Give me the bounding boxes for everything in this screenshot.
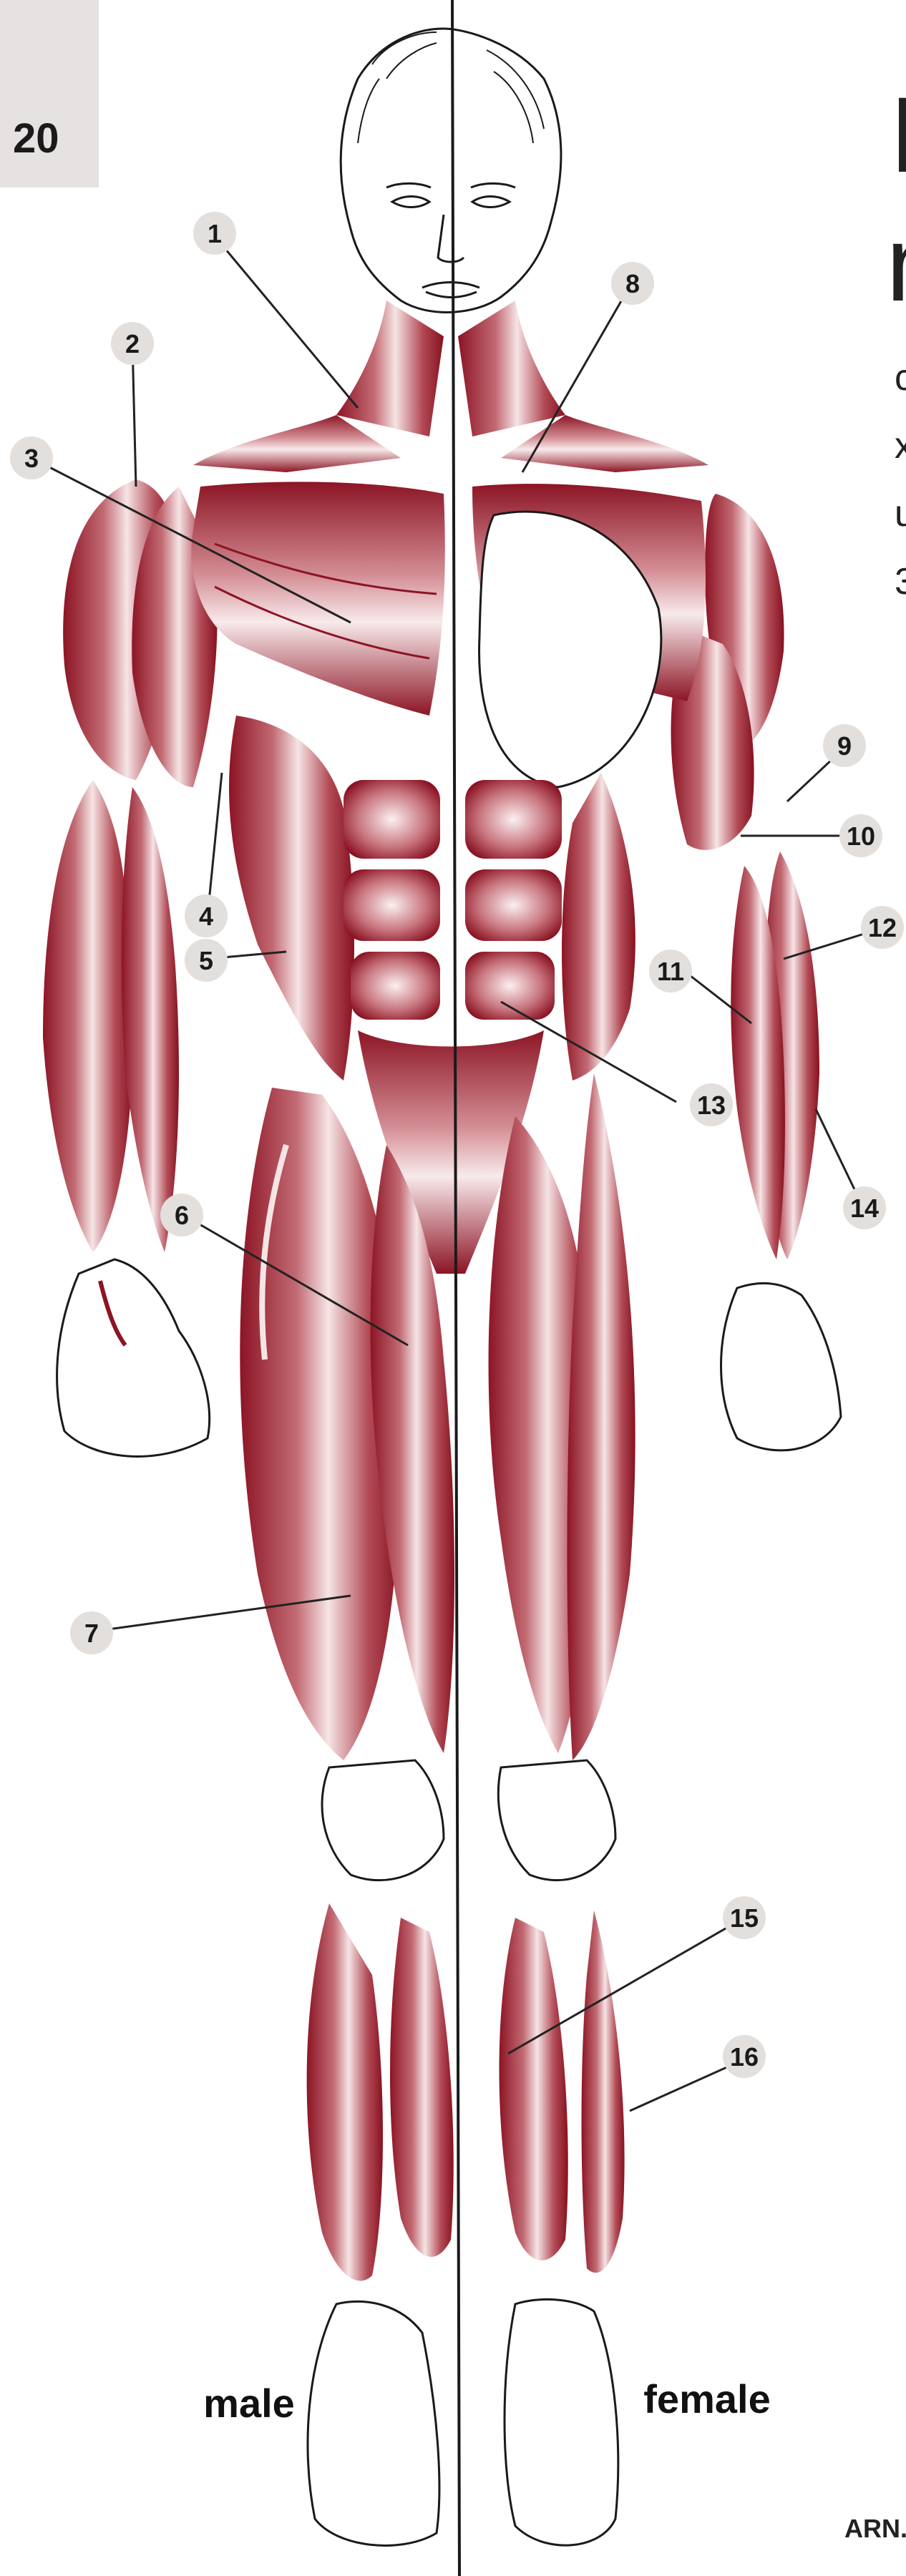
svg-text:1: 1 xyxy=(208,219,222,248)
head-outline xyxy=(341,29,561,312)
callout-10: 10 xyxy=(839,814,882,857)
svg-text:7: 7 xyxy=(84,1619,99,1648)
feet xyxy=(308,2299,618,2545)
callout-5: 5 xyxy=(185,939,228,982)
callout-7: 7 xyxy=(70,1611,113,1654)
callout-14: 14 xyxy=(843,1186,886,1229)
svg-text:2: 2 xyxy=(125,329,140,358)
svg-text:14: 14 xyxy=(850,1194,879,1223)
callout-1: 1 xyxy=(193,212,236,255)
callout-15: 15 xyxy=(723,1896,766,1939)
svg-text:11: 11 xyxy=(657,957,684,986)
svg-text:9: 9 xyxy=(837,731,852,761)
svg-text:16: 16 xyxy=(730,2042,759,2072)
cropped-text-glyph-4: 3 xyxy=(895,561,906,602)
svg-text:4: 4 xyxy=(199,902,213,931)
knees xyxy=(322,1760,615,1880)
svg-text:10: 10 xyxy=(847,821,875,851)
footer-credit: ARN. xyxy=(844,2514,906,2543)
callout-16: 16 xyxy=(723,2035,766,2078)
callout-13: 13 xyxy=(690,1083,733,1126)
cropped-heading-letter: I xyxy=(892,74,906,195)
svg-text:5: 5 xyxy=(199,946,213,975)
lower-leg-muscles xyxy=(307,1903,625,2281)
cropped-text-glyph-2: x xyxy=(895,425,906,467)
center-divider xyxy=(452,0,459,2576)
cropped-subheading-letter: n xyxy=(886,203,906,323)
svg-text:6: 6 xyxy=(175,1201,189,1230)
callout-9: 9 xyxy=(823,724,866,767)
cropped-text-glyph-3: u xyxy=(895,493,906,535)
svg-text:12: 12 xyxy=(868,913,897,942)
callout-3: 3 xyxy=(10,436,53,479)
cropped-text-glyph-1: c xyxy=(895,357,906,399)
svg-text:13: 13 xyxy=(697,1091,726,1120)
callout-8: 8 xyxy=(611,262,654,305)
female-label: female xyxy=(643,2376,770,2421)
callout-12: 12 xyxy=(861,906,904,949)
callout-6: 6 xyxy=(160,1194,203,1236)
svg-text:8: 8 xyxy=(625,269,640,298)
callout-11: 11 xyxy=(649,950,692,992)
male-label: male xyxy=(203,2381,295,2426)
svg-text:15: 15 xyxy=(730,1903,759,1933)
neck-muscles xyxy=(193,301,708,472)
callout-4: 4 xyxy=(185,894,228,937)
callout-2: 2 xyxy=(111,322,154,365)
svg-text:3: 3 xyxy=(24,444,39,473)
